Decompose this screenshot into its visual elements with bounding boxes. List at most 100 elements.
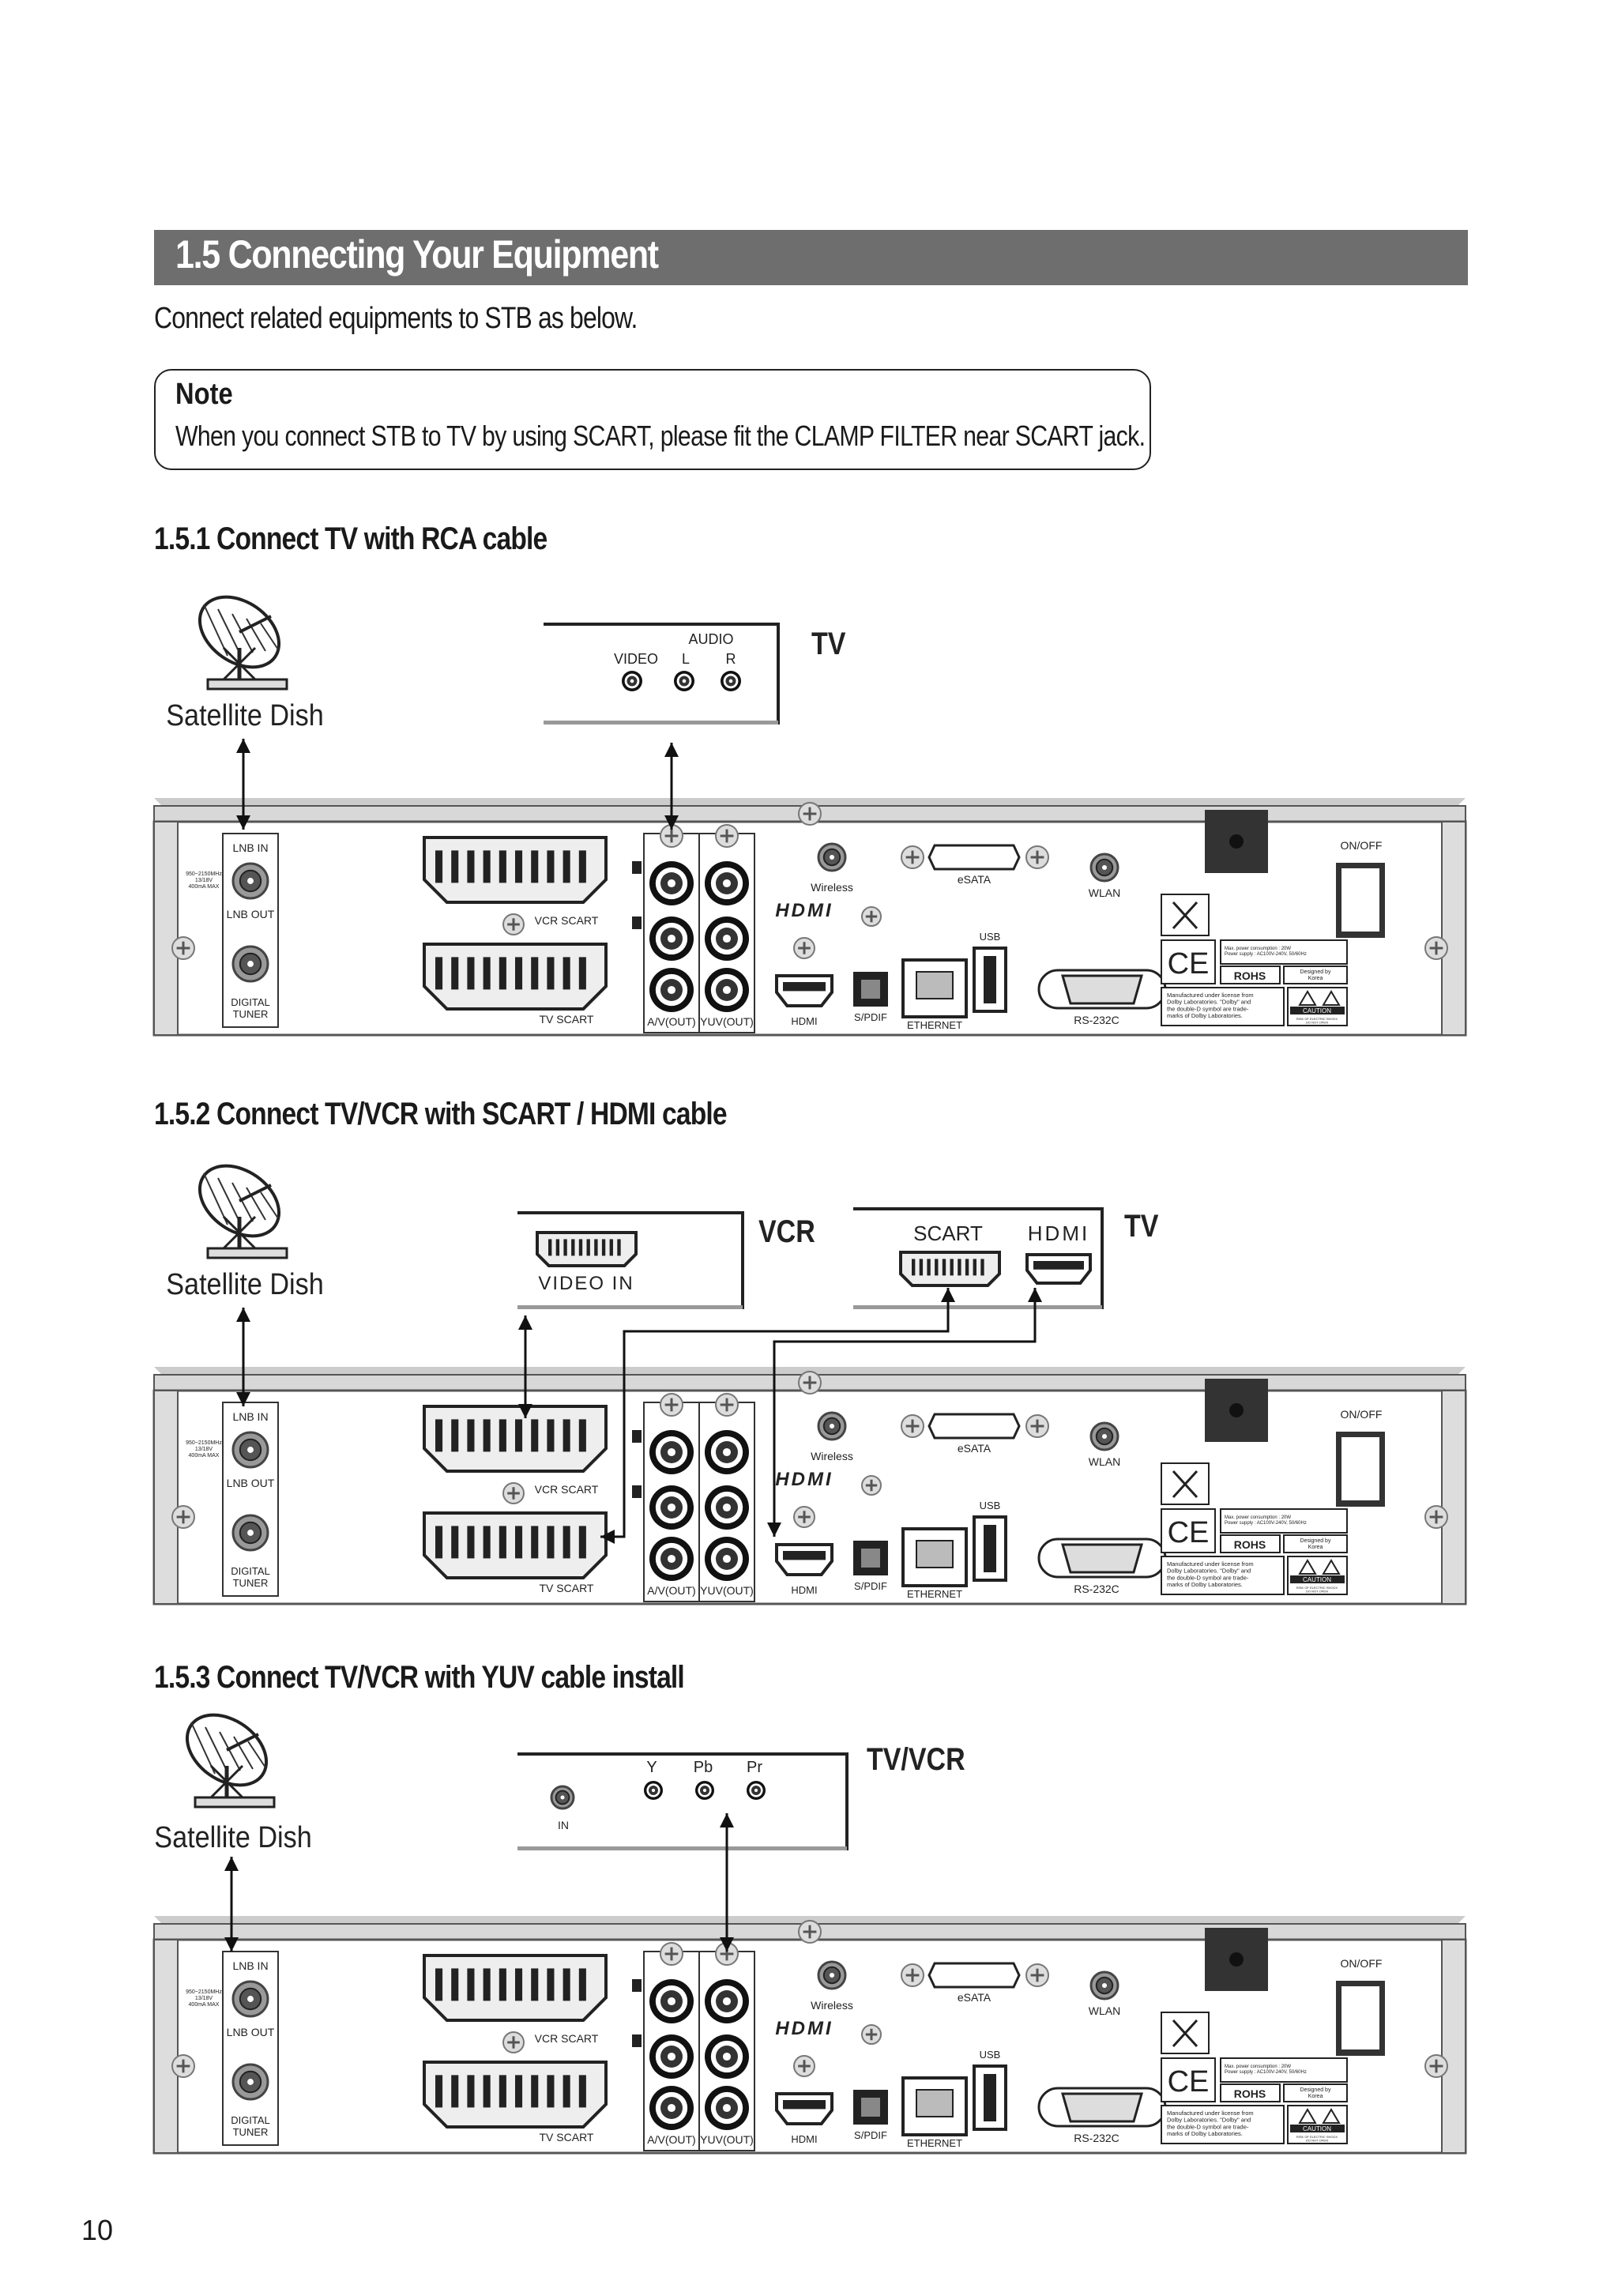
lnb-cable-arrow [236,739,250,830]
audio-marker [632,2034,642,2047]
dolby-notice: Manufactured under license from [1167,2110,1254,2117]
rohs-mark: ROHS [1234,969,1266,982]
screw-icon [1025,1414,1049,1438]
tv-scart-port-icon [423,1511,608,1579]
lnb-in-label: LNB IN [232,841,268,854]
satellite-dish-icon [185,1713,276,1809]
screw-icon [798,1920,822,1944]
dolby-notice: Manufactured under license from [1167,1560,1254,1568]
digital-tuner-label: TUNER [233,1577,269,1589]
dolby-notice: marks of Dolby Laboratories. [1167,2130,1243,2137]
video-marker [632,1979,642,1992]
caution-label: CAUTION [1303,2125,1331,2132]
usb-label: USB [980,2049,1001,2061]
wireless-label: Wireless [811,1450,853,1462]
lnb-block [222,1951,279,2146]
lnb-out-label: LNB OUT [227,2026,275,2038]
tv-scart-port-icon [899,1251,1001,1287]
screw-icon [171,936,195,960]
screw-icon [901,1414,924,1438]
vcr-panel: VIDEO IN [517,1211,744,1309]
caution-small-label: RISK OF ELECTRIC SHOCK [1296,2135,1338,2139]
hdmi-logo: HDMI [775,1469,833,1490]
vcr-scart-port-icon [423,1954,608,2022]
screw-icon [901,845,924,869]
screw-icon [171,2054,195,2078]
vcr-scart-label: VCR SCART [535,1483,599,1496]
screw-icon [715,824,739,848]
wlan-label: WLAN [1089,1455,1120,1468]
av-out-label: A/V(OUT) [647,2133,695,2146]
spdif-label: S/PDIF [854,2129,887,2141]
tv-label: TV [1124,1207,1159,1243]
rohs-mark: ROHS [1234,2087,1266,2100]
digital-tuner-label: DIGITAL [231,996,270,1008]
lnb-spec-label: 13/18V [195,1996,213,2001]
tv-scart-label: TV SCART [540,1013,594,1026]
screw-icon [1424,2054,1448,2078]
lnb-spec-label: 400mA MAX [189,1453,220,1459]
screw-icon [660,1942,683,1966]
yuv-out-jack-icon [705,1537,749,1581]
dolby-notice: Dolby Laboratories. "Dolby" and [1167,2117,1251,2124]
note-text: When you connect STB to TV by using SCAR… [175,420,1146,452]
hdmi-port-icon [775,2092,833,2125]
hdmi-port-icon [775,974,833,1007]
hdmi-logo: HDMI [775,900,833,921]
av-out-jack-icon [649,968,694,1012]
wireless-label: Wireless [811,881,853,894]
ce-mark: CE [1168,947,1210,981]
tv-scart-label: TV SCART [540,2131,594,2144]
yuv-cable-arrow [720,1813,734,1952]
section-heading-scart-hdmi: 1.5.2 Connect TV/VCR with SCART / HDMI c… [154,1097,728,1131]
vcr-scart-port-icon [423,1405,608,1473]
tv-y-jack-icon [644,1781,663,1800]
av-out-jack-icon [649,1430,694,1474]
screw-icon [861,2024,882,2045]
yuv-out-jack-icon [705,2034,749,2079]
lnb-out-connector-icon [231,945,269,983]
screw-icon [1424,936,1448,960]
av-out-jack-icon [649,2034,694,2079]
dolby-notice: Dolby Laboratories. "Dolby" and [1167,1568,1251,1575]
tv-pb-jack-icon [695,1781,714,1800]
dolby-notice: Dolby Laboratories. "Dolby" and [1167,999,1251,1006]
dish-label: Satellite Dish [166,698,323,732]
tv-audio-left-label: L [682,651,690,667]
power-spec-label: Max. power consumption : 20W [1225,2065,1291,2069]
tv-pr-label: Pr [747,1759,762,1776]
caution-small-label: RISK OF ELECTRIC SHOCK [1296,1017,1338,1021]
power-spec-label: Max. power consumption : 20W [1225,947,1291,951]
screw-icon [793,2055,815,2077]
yuv-out-jack-icon [705,861,749,905]
section-heading-rca: 1.5.1 Connect TV with RCA cable [154,521,547,556]
lnb-out-label: LNB OUT [227,908,275,920]
note-box [154,369,1151,470]
ce-mark: CE [1168,2065,1210,2098]
note-title: Note [175,378,233,411]
screw-icon [1424,1505,1448,1529]
esata-label: eSATA [958,1991,991,2004]
designed-by-label: Korea [1308,976,1323,981]
wireless-label: Wireless [811,1999,853,2012]
wireless-connector-icon [817,1411,847,1441]
screw-icon [502,2031,525,2053]
hdmi-logo: HDMI [775,2018,833,2039]
yuv-out-jack-icon [705,1485,749,1530]
page-number: 10 [81,2214,114,2246]
tv-audio-right-label: R [726,651,736,667]
rs232c-label: RS-232C [1074,2132,1119,2144]
caution-label: CAUTION [1303,1576,1331,1583]
esata-label: eSATA [958,1442,991,1455]
wlan-connector-icon [1089,853,1119,883]
tv-y-label: Y [646,1759,657,1776]
tv-scart-label: TV SCART [540,1582,594,1594]
tv-audio-left-jack-icon [674,671,694,691]
spdif-label: S/PDIF [854,1011,887,1023]
esata-port-icon [928,1413,1021,1440]
tv-label: TV [811,625,846,661]
